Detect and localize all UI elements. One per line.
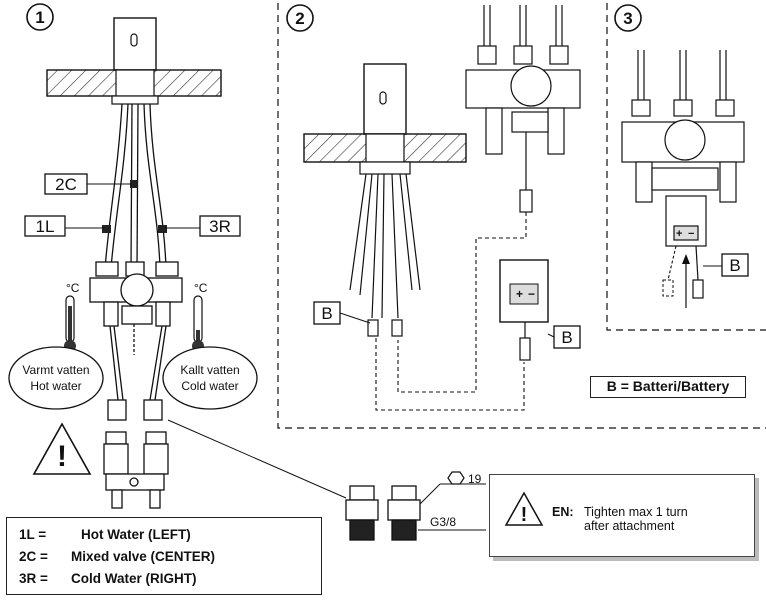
thread-size: G3/8 xyxy=(430,515,456,529)
svg-text:B: B xyxy=(561,328,572,347)
hot-thermometer: °C xyxy=(64,281,80,352)
svg-text:!: ! xyxy=(57,440,67,473)
step-2-number: 2 xyxy=(295,9,304,28)
battery-callout-box-3 xyxy=(721,253,749,277)
hex-nut-icon xyxy=(447,471,465,485)
faucet-spout xyxy=(113,17,157,71)
legend-row: 3R = Cold Water (RIGHT) xyxy=(19,571,197,586)
svg-text:−: − xyxy=(528,287,535,301)
panel-3: 3 + − B xyxy=(606,3,766,331)
fitting-detail xyxy=(345,485,421,541)
svg-text:°C: °C xyxy=(66,281,80,295)
svg-text:Kallt vatten: Kallt vatten xyxy=(180,363,239,377)
mixing-valve xyxy=(89,261,183,327)
step-1-circle xyxy=(26,3,54,31)
step-3-circle xyxy=(614,4,642,32)
svg-text:Hot water: Hot water xyxy=(30,379,81,393)
svg-text:B: B xyxy=(729,256,740,275)
svg-text:Varmt vatten: Varmt vatten xyxy=(22,363,89,377)
panel-1: 1 xyxy=(8,3,347,509)
step-2-circle xyxy=(286,4,314,32)
warning-icon: ! xyxy=(504,491,544,526)
mixing-valve-3 xyxy=(621,99,745,247)
svg-text:+: + xyxy=(516,287,523,301)
callout-1l-box xyxy=(24,215,66,237)
warning-line-2: after attachment xyxy=(584,519,675,533)
callout-3r-box xyxy=(199,215,241,237)
callout-3r: 3R xyxy=(209,217,231,236)
svg-text:−: − xyxy=(688,228,694,240)
svg-text:!: ! xyxy=(521,504,528,526)
callout-2c: 2C xyxy=(55,175,77,194)
svg-text:°C: °C xyxy=(194,281,208,295)
svg-text:+: + xyxy=(676,228,682,240)
step-1-number: 1 xyxy=(35,8,44,27)
legend-box: 1L = Hot Water (LEFT) 2C = Mixed valve (… xyxy=(6,517,322,595)
hot-water-bubble xyxy=(8,346,104,410)
wrench-size: 19 xyxy=(468,472,482,486)
callout-1l: 1L xyxy=(36,217,55,236)
svg-text:B: B xyxy=(321,304,332,323)
cold-water-bubble xyxy=(162,346,258,410)
legend-row: 1L = Hot Water (LEFT) xyxy=(19,527,191,542)
battery-legend: B = Batteri/Battery xyxy=(590,376,746,398)
warning-triangle-icon: ! xyxy=(32,422,92,475)
warning-box: ! EN: Tighten max 1 turn after attachmen… xyxy=(489,474,755,557)
panel-2: 2 B xyxy=(277,3,766,429)
warning-line-1: Tighten max 1 turn xyxy=(584,505,688,519)
cold-thermometer: °C xyxy=(192,281,208,352)
step-3-number: 3 xyxy=(623,9,632,28)
shutoff-fittings xyxy=(103,399,169,509)
legend-row: 2C = Mixed valve (CENTER) xyxy=(19,549,216,564)
svg-text:Cold water: Cold water xyxy=(181,379,238,393)
warning-en-prefix: EN: xyxy=(552,505,574,519)
mixing-valve-2 xyxy=(465,45,581,155)
